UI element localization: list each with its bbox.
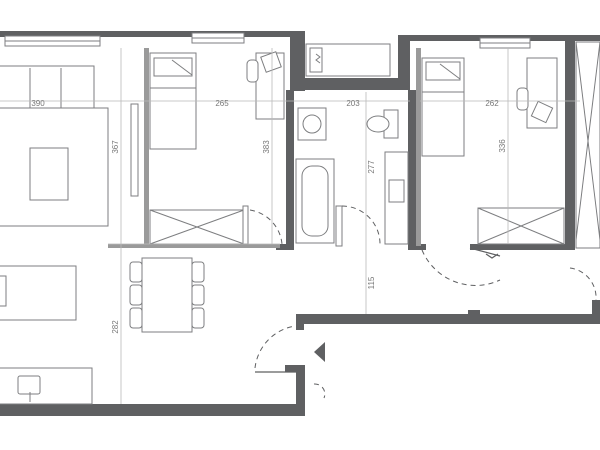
top-wall-left <box>0 31 305 37</box>
bedroom1-bottom-partition <box>108 244 280 248</box>
dim-label-bedroom1-depth: 383 <box>262 140 271 154</box>
dim-label-bathroom-depth: 277 <box>367 160 376 174</box>
dimension-labels: 390 265 203 262 367 383 277 336 115 282 <box>31 99 507 334</box>
right-jamb <box>592 300 600 324</box>
entrance-arrow-icon <box>314 342 325 362</box>
wardrobe-door-1 <box>242 205 249 245</box>
dim-label-hall-depth: 115 <box>367 276 376 289</box>
chair-c <box>129 307 143 329</box>
bath-top-wall <box>290 78 410 90</box>
dining-kitchen <box>0 257 205 405</box>
bedroom2-left-partition <box>416 48 421 246</box>
chair-2 <box>516 87 529 111</box>
bedroom1-left-partition <box>144 48 149 246</box>
bath-door-leaf <box>335 205 343 247</box>
dim-label-bedroom2-depth: 336 <box>498 139 507 153</box>
storage-door-swing <box>569 267 597 301</box>
laptop-2 <box>530 100 554 124</box>
chair-b <box>129 284 143 306</box>
dim-label-bedroom1-width: 265 <box>215 99 229 108</box>
chair-f <box>191 307 205 329</box>
bath-left-wall-upper <box>290 31 305 91</box>
entry-jamb-left <box>296 314 304 330</box>
dim-label-living-width: 390 <box>31 99 45 108</box>
bedroom-2 <box>421 41 600 249</box>
dim-label-bedroom2-width: 262 <box>485 99 499 108</box>
dimension-lines <box>0 48 580 404</box>
kitchen-sink <box>17 375 41 395</box>
entry-door-swing <box>254 325 296 369</box>
laptop-1 <box>260 51 282 73</box>
bedroom2-door-leaf <box>469 247 501 257</box>
walls <box>0 31 600 416</box>
bedroom2-right-wall <box>565 41 575 247</box>
corridor-column <box>468 310 480 324</box>
bath-right-wall <box>408 90 416 250</box>
washing-machine <box>297 107 327 141</box>
bath-bottom-stub <box>416 244 426 250</box>
bathtub-inner <box>301 165 329 237</box>
toilet-bowl <box>366 115 390 133</box>
bath-left-wall <box>286 90 294 250</box>
bath-door-swing <box>341 205 381 245</box>
washing-machine-drum <box>302 114 322 134</box>
chair-d <box>191 261 205 283</box>
dining-table <box>141 257 193 333</box>
coffee-table <box>29 147 69 201</box>
sink <box>388 179 405 203</box>
chair-e <box>191 284 205 306</box>
bottom-right-jamb <box>296 370 305 416</box>
entry-stub <box>285 365 305 372</box>
doors <box>249 209 597 399</box>
bedroom1-door-swing <box>249 209 283 245</box>
corridor-lower-wall <box>296 314 600 324</box>
bedroom2-bottom-wall <box>470 244 575 250</box>
sofa <box>0 65 95 111</box>
windows <box>4 32 531 49</box>
bottom-wall <box>0 404 305 416</box>
kitchen-island <box>0 265 77 321</box>
tv-unit <box>130 103 139 197</box>
island-sink <box>0 275 7 307</box>
chair-1 <box>246 59 259 83</box>
bedroom2-door-swing <box>421 249 501 286</box>
pillow-2 <box>425 61 461 81</box>
small-swing <box>313 383 326 399</box>
kitchen-counter <box>0 367 93 405</box>
bath-right-wall-upper <box>398 35 410 90</box>
dim-label-living-depth: 367 <box>111 140 120 154</box>
bathroom <box>295 43 409 247</box>
living-room <box>0 65 139 227</box>
chair-a <box>129 261 143 283</box>
dim-label-kitchen-depth: 282 <box>111 320 120 334</box>
bedroom1-bottom-stub <box>276 244 288 250</box>
dim-label-bathroom-width: 203 <box>346 99 360 108</box>
pillow-1 <box>153 57 193 77</box>
